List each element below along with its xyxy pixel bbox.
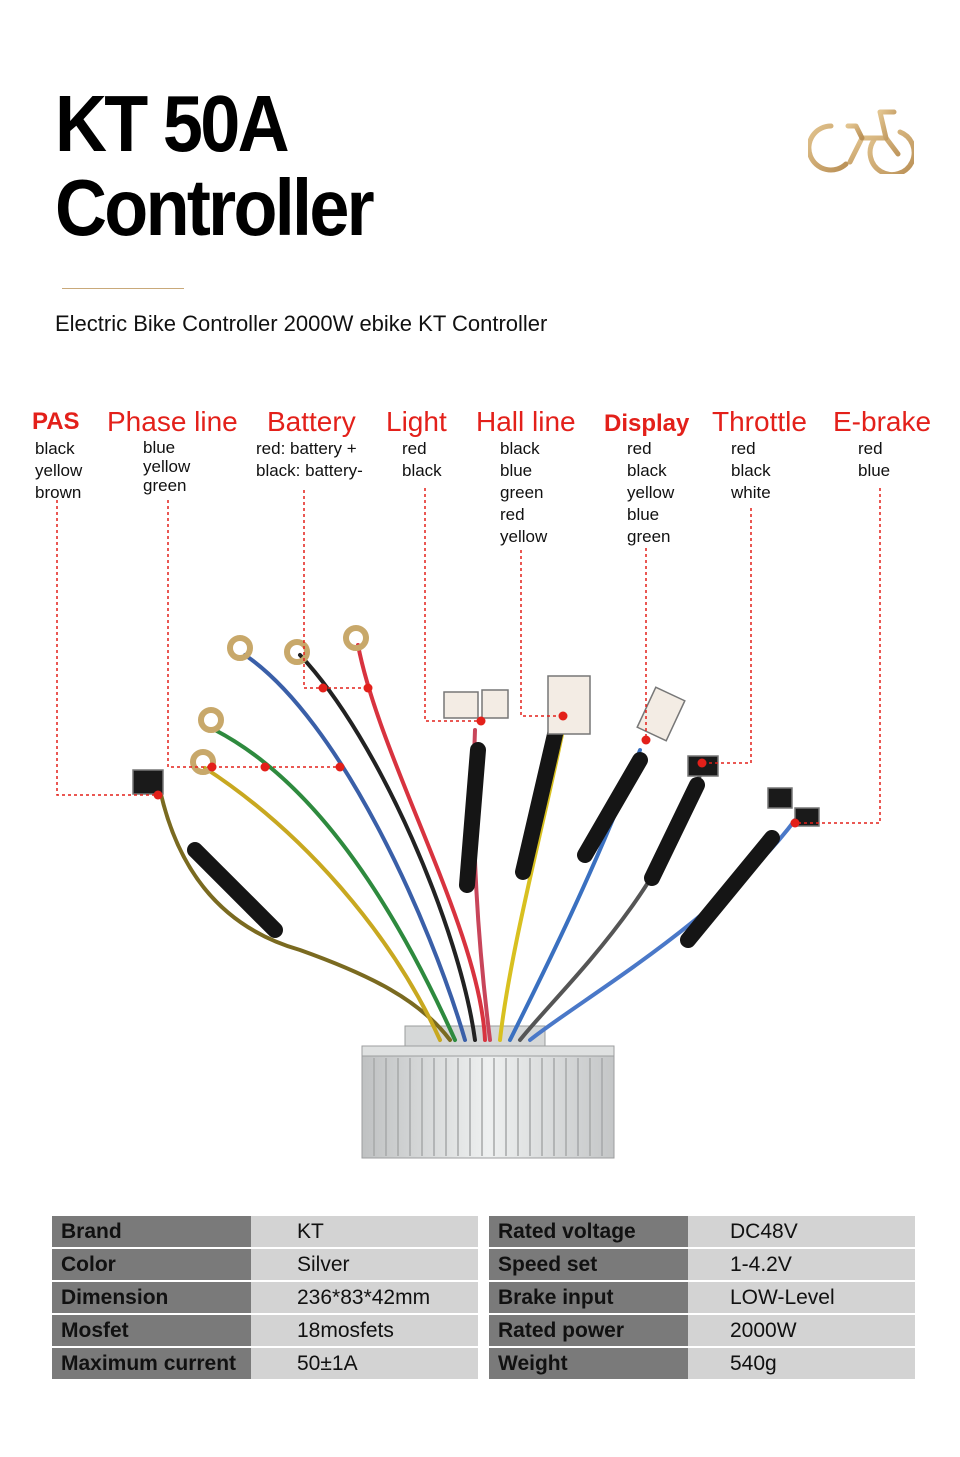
connector-hall-line: Hall line black blue green red yellow [476, 406, 576, 548]
spec-value: 540g [688, 1347, 915, 1381]
wire-list: red black yellow blue green [627, 438, 689, 548]
wire-list: blue yellow green [143, 438, 238, 495]
wire-color: red: battery + [256, 439, 357, 458]
connector-name: Battery [267, 406, 356, 437]
connector-battery: Battery red: battery + black: battery- [256, 406, 363, 482]
page-title: KT 50A Controller [55, 79, 375, 252]
connector-e-brake: E-brake red blue [833, 406, 931, 482]
wire-list: red: battery + black: battery- [256, 438, 363, 482]
spec-key: Color [52, 1248, 251, 1282]
wire-color: black [402, 461, 442, 480]
wire-list: black yellow brown [35, 438, 82, 504]
spec-value: DC48V [688, 1216, 915, 1249]
wire-color: white [731, 483, 771, 502]
wire-color: blue [500, 461, 533, 480]
connector-name: E-brake [833, 406, 932, 437]
wire-color: brown [35, 483, 82, 502]
wire-color: red [500, 505, 525, 524]
wire-list: red black white [731, 438, 807, 504]
spec-value: LOW-Level [688, 1281, 915, 1315]
wire-color: yellow [627, 483, 675, 502]
subtitle: Electric Bike Controller 2000W ebike KT … [55, 311, 548, 336]
wire-color: red [731, 439, 756, 458]
connector-pas: PAS black yellow brown [32, 406, 82, 504]
controller-housing [361, 1025, 615, 1159]
spec-key: Rated voltage [489, 1216, 688, 1249]
wire-color: red [627, 439, 652, 458]
wire-color: red [858, 439, 883, 458]
spec-value: Silver [251, 1248, 478, 1282]
controller-wiring-diagram [56, 488, 881, 1159]
connector-name: PAS [32, 408, 80, 435]
wire-color: black [627, 461, 667, 480]
spec-key: Maximum current [52, 1347, 251, 1381]
spec-value: 2000W [688, 1314, 915, 1348]
wire-list: black blue green red yellow [500, 438, 576, 548]
wire-color: green [627, 527, 671, 546]
wire-color: black [500, 439, 540, 458]
spec-key: Brake input [489, 1281, 688, 1315]
connector-name: Throttle [712, 406, 807, 437]
spec-key: Rated power [489, 1314, 688, 1348]
connector-name: Display [604, 410, 690, 437]
spec-value: 50±1A [251, 1347, 478, 1381]
title-line-1: KT 50A [55, 79, 290, 168]
wire-color: green [500, 483, 544, 502]
spec-value: 236*83*42mm [251, 1281, 478, 1315]
wire-color: blue [143, 438, 176, 457]
bicycle-icon [808, 109, 914, 174]
connector-light: Light red black [386, 406, 447, 482]
wire-color: yellow [143, 457, 191, 476]
wire-color: black [731, 461, 771, 480]
wire-color: green [143, 476, 187, 495]
spec-value: KT [251, 1216, 478, 1249]
wire-color: blue [627, 505, 660, 524]
wire-list: red blue [858, 438, 931, 482]
spec-key: Brand [52, 1216, 251, 1249]
connector-name: Light [386, 406, 447, 437]
wire-color: blue [858, 461, 891, 480]
wire-color: black: battery- [256, 461, 363, 480]
wire-color: yellow [500, 527, 548, 546]
spec-value: 18mosfets [251, 1314, 478, 1348]
wire-color: yellow [35, 461, 83, 480]
spec-value: 1-4.2V [688, 1248, 915, 1282]
title-divider [62, 288, 184, 289]
connector-name: Hall line [476, 406, 576, 437]
wire-color: red [402, 439, 427, 458]
connector-display: Display red black yellow blue green [604, 406, 689, 548]
spec-key: Speed set [489, 1248, 688, 1282]
connector-name: Phase line [107, 406, 238, 437]
wire-list: red black [402, 438, 447, 482]
spec-key: Mosfet [52, 1314, 251, 1348]
connector-throttle: Throttle red black white [712, 406, 807, 504]
connector-phase-line: Phase line blue yellow green [107, 406, 238, 495]
spec-key: Dimension [52, 1281, 251, 1315]
title-line-2: Controller [55, 163, 375, 252]
spec-key: Weight [489, 1347, 688, 1381]
wire-color: black [35, 439, 75, 458]
